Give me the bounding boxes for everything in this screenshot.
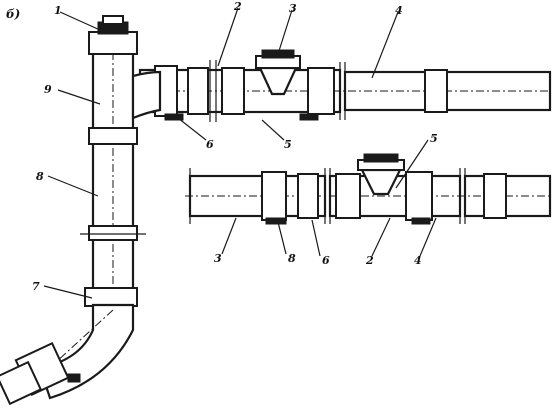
label-2: 2 [233,0,242,13]
coupling [88,127,138,145]
label-4: 4 [395,4,403,17]
label-3: 3 [289,2,297,15]
label-lower-8: 8 [288,252,296,265]
top-cap [88,31,138,55]
elbow-end [0,360,43,406]
clamp [164,113,184,121]
bottom-elbow [0,303,135,406]
label-lower-5: 5 [430,132,438,145]
vertical-riser [80,15,162,310]
label-7: 7 [32,280,40,293]
coupling [88,225,138,241]
leader-lines [43,7,437,299]
label-lower-2: 2 [365,254,374,267]
coupling [307,67,335,115]
coupling [405,171,433,221]
coupling [483,173,507,219]
label-6: 6 [206,138,214,151]
coupling [221,67,245,115]
label-lower-6: 6 [322,254,330,267]
clamp [299,113,319,121]
coupling [335,173,361,219]
label-9: 9 [44,83,52,96]
coupling [187,67,209,115]
clamp [411,217,431,225]
coupling [261,171,287,221]
label-8: 8 [36,170,44,183]
lower-cleanout-tee [357,153,405,196]
labels: б) 1 2 3 4 5 6 9 8 7 3 8 6 2 5 4 [6,0,438,293]
coupling [84,287,138,307]
upper-couplings [154,65,448,121]
coupling [424,69,448,113]
lower-couplings [261,171,507,225]
label-5: 5 [284,138,292,151]
clamp [265,217,287,225]
label-lower-4: 4 [414,254,422,267]
coupling [297,173,319,219]
label-1: 1 [54,4,62,17]
panel-letter: б) [6,7,20,21]
label-lower-3: 3 [214,252,222,265]
